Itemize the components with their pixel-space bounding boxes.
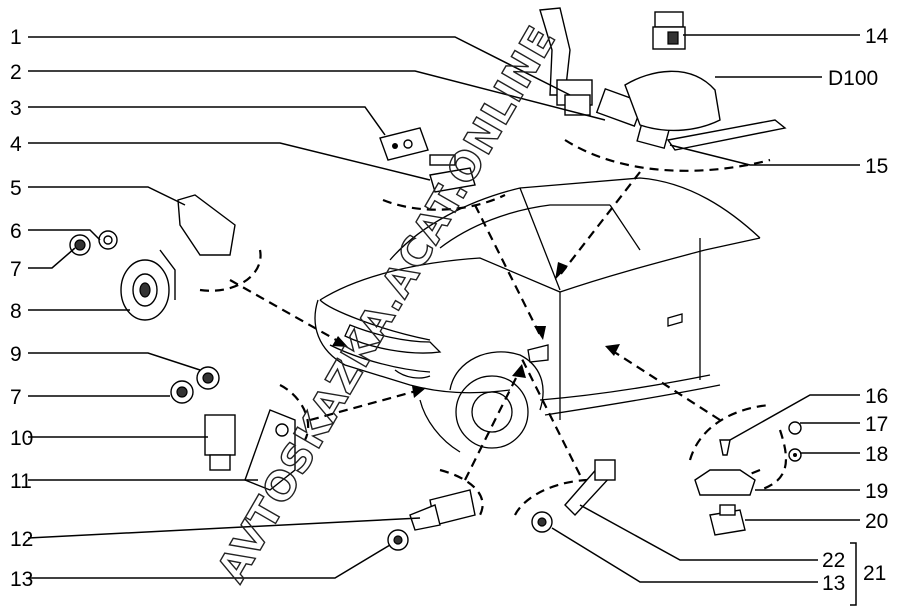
- label-6: 6: [10, 220, 22, 243]
- label-5: 5: [10, 177, 22, 200]
- label-21: 21: [863, 562, 886, 585]
- label-15: 15: [865, 155, 888, 178]
- label-3: 3: [10, 97, 22, 120]
- label-13a: 13: [10, 568, 33, 591]
- label-19: 19: [865, 480, 888, 503]
- label-20: 20: [865, 510, 888, 533]
- watermark-text: AVTOSKAZKA.ACAT.ONLINE: [209, 18, 566, 590]
- label-d100: D100: [828, 67, 878, 90]
- label-12: 12: [10, 528, 33, 551]
- leader-lines: [27, 34, 860, 606]
- label-7a: 7: [10, 258, 22, 281]
- label-2: 2: [10, 61, 22, 84]
- label-7b: 7: [10, 386, 22, 409]
- label-16: 16: [865, 385, 888, 408]
- label-9: 9: [10, 343, 22, 366]
- column-shroud-part: [624, 70, 721, 132]
- label-17: 17: [865, 413, 888, 436]
- car-outline: [314, 177, 761, 453]
- dashed-guides: [199, 139, 788, 516]
- label-14: 14: [865, 25, 889, 48]
- label-11: 11: [10, 470, 32, 493]
- label-8: 8: [10, 300, 22, 323]
- parts: [69, 7, 802, 551]
- callout-labels: 1 2 3 4 5 6 7 8 9 7 10 11 12 13 14 D100 …: [10, 25, 889, 595]
- label-1: 1: [10, 26, 22, 49]
- label-13b: 13: [822, 572, 845, 595]
- label-22: 22: [822, 549, 845, 572]
- label-4: 4: [10, 133, 22, 156]
- label-10: 10: [10, 427, 33, 450]
- label-18: 18: [865, 443, 888, 466]
